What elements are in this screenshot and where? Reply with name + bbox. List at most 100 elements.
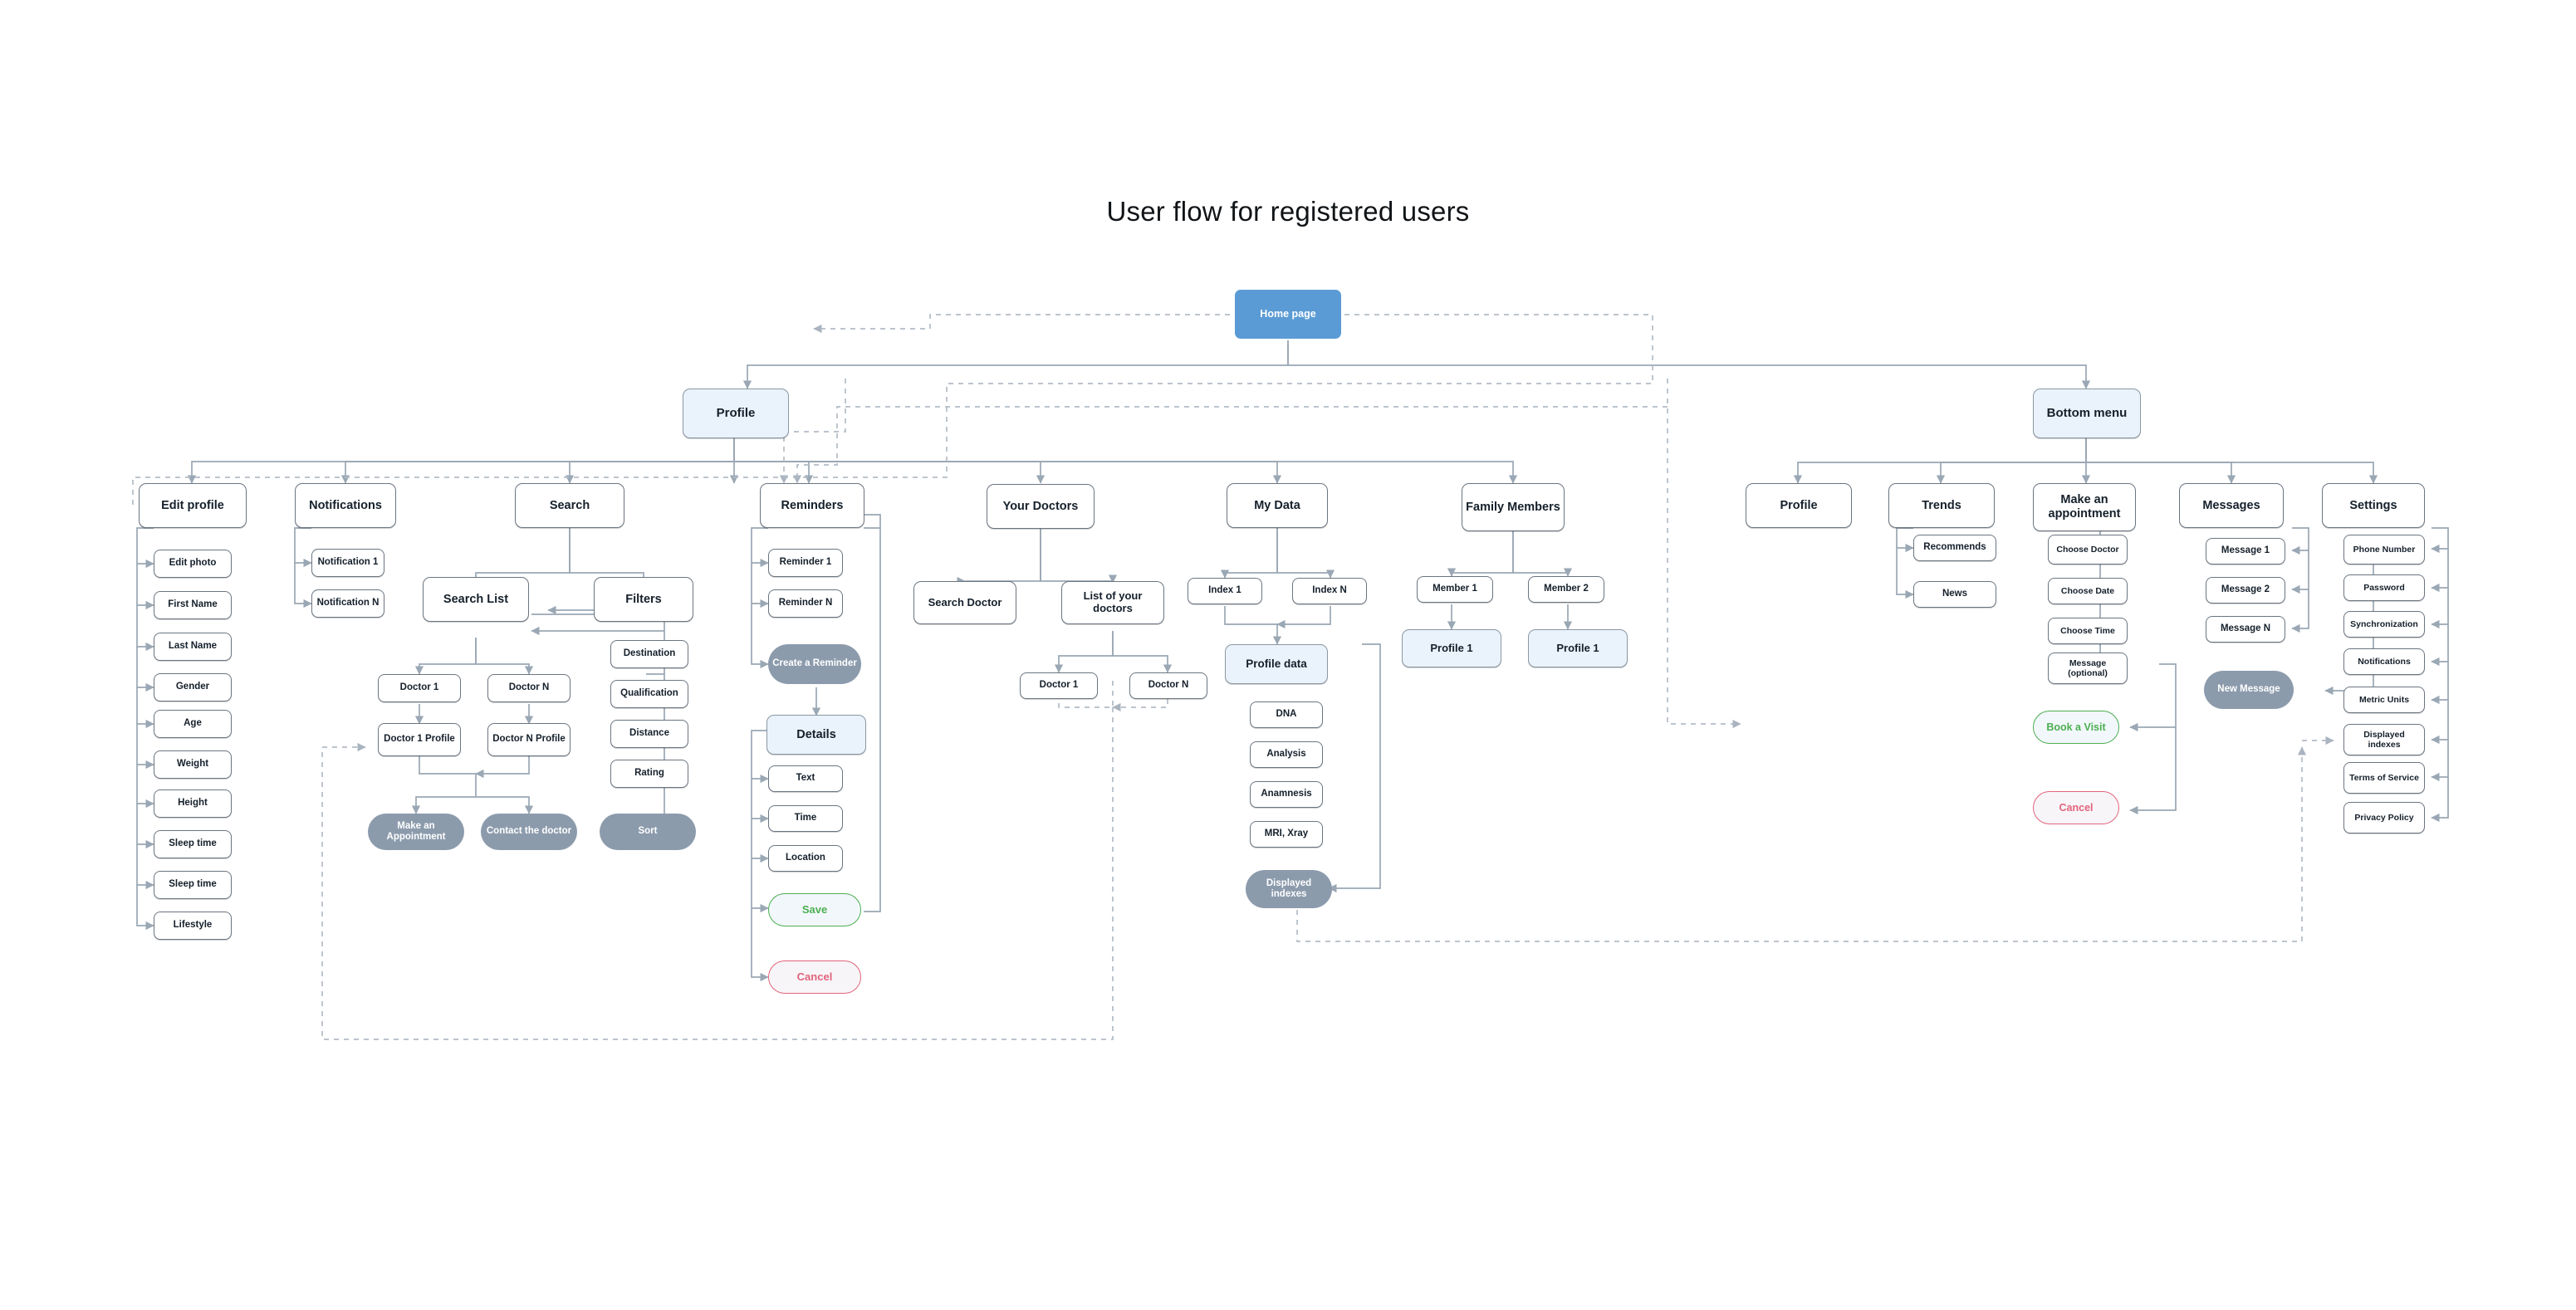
node-member-1-profile[interactable]: Profile 1 (1402, 629, 1501, 667)
leaf-search-doctor-1[interactable]: Doctor 1 (378, 674, 461, 702)
node-label: Doctor N Profile (492, 734, 566, 745)
leaf-member-2[interactable]: Member 2 (1528, 576, 1604, 603)
leaf-password[interactable]: Password (2343, 574, 2425, 601)
leaf-reminder-1[interactable]: Reminder 1 (768, 549, 843, 577)
node-bm-profile[interactable]: Profile (1746, 483, 1852, 528)
leaf-your-doctor-1[interactable]: Doctor 1 (1020, 672, 1098, 699)
leaf-metric-units[interactable]: Metric Units (2343, 687, 2425, 713)
leaf-filter-rating[interactable]: Rating (610, 760, 688, 788)
action-create-a-reminder[interactable]: Create a Reminder (768, 644, 861, 684)
leaf-recommends[interactable]: Recommends (1913, 535, 1996, 561)
node-label: Sort (638, 826, 658, 837)
leaf-weight[interactable]: Weight (154, 750, 232, 779)
leaf-member-1[interactable]: Member 1 (1417, 576, 1493, 603)
action-cancel-reminder[interactable]: Cancel (768, 961, 861, 994)
leaf-notification-1[interactable]: Notification 1 (311, 549, 384, 577)
leaf-filter-qualification[interactable]: Qualification (610, 680, 688, 708)
leaf-detail-location[interactable]: Location (768, 845, 843, 872)
leaf-terms-of-service[interactable]: Terms of Service (2343, 762, 2425, 794)
node-bottom-menu[interactable]: Bottom menu (2033, 389, 2141, 438)
leaf-sleep-time-1[interactable]: Sleep time (154, 830, 232, 858)
leaf-news[interactable]: News (1913, 581, 1996, 608)
node-label: Bottom menu (2046, 406, 2128, 421)
node-label: Sleep time (169, 879, 217, 890)
node-label: Edit photo (169, 558, 217, 569)
leaf-your-doctor-n[interactable]: Doctor N (1129, 672, 1207, 699)
node-search-doctor[interactable]: Search Doctor (913, 581, 1016, 624)
leaf-first-name[interactable]: First Name (154, 591, 232, 619)
action-displayed-indexes[interactable]: Displayed indexes (1246, 870, 1332, 908)
leaf-choose-doctor[interactable]: Choose Doctor (2048, 535, 2128, 565)
node-list-of-your-doctors[interactable]: List of your doctors (1061, 581, 1164, 624)
leaf-search-doctor-n[interactable]: Doctor N (487, 674, 571, 702)
leaf-gender[interactable]: Gender (154, 673, 232, 701)
action-save-reminder[interactable]: Save (768, 893, 861, 926)
leaf-dna[interactable]: DNA (1250, 701, 1323, 728)
leaf-mri-xray[interactable]: MRI, Xray (1250, 821, 1323, 848)
leaf-choose-date[interactable]: Choose Date (2048, 578, 2128, 604)
node-profile-data[interactable]: Profile data (1225, 644, 1328, 684)
action-make-an-appointment[interactable]: Make an Appointment (368, 814, 464, 850)
node-label: Location (786, 853, 825, 863)
leaf-analysis[interactable]: Analysis (1250, 741, 1323, 768)
node-label: Profile (716, 406, 756, 421)
leaf-detail-text[interactable]: Text (768, 765, 843, 792)
leaf-index-n[interactable]: Index N (1292, 578, 1367, 604)
node-search[interactable]: Search (515, 483, 624, 528)
leaf-notification-n[interactable]: Notification N (311, 589, 384, 618)
node-label: Doctor 1 (1039, 680, 1079, 691)
leaf-message-1[interactable]: Message 1 (2206, 538, 2285, 565)
node-edit-profile[interactable]: Edit profile (139, 483, 247, 528)
leaf-reminder-n[interactable]: Reminder N (768, 589, 843, 618)
leaf-last-name[interactable]: Last Name (154, 633, 232, 661)
leaf-age[interactable]: Age (154, 710, 232, 738)
leaf-message-n[interactable]: Message N (2206, 616, 2285, 643)
leaf-phone-number[interactable]: Phone Number (2343, 535, 2425, 565)
node-label: Filters (625, 592, 662, 606)
leaf-privacy-policy[interactable]: Privacy Policy (2343, 802, 2425, 833)
leaf-displayed-indexes[interactable]: Displayed indexes (2343, 724, 2425, 755)
action-cancel-appointment[interactable]: Cancel (2033, 791, 2119, 824)
node-family-members[interactable]: Family Members (1462, 483, 1565, 531)
page-title: User flow for registered users (1106, 196, 1470, 227)
node-make-an-appointment[interactable]: Make an appointment (2033, 483, 2136, 531)
leaf-synchronization[interactable]: Synchronization (2343, 611, 2425, 638)
node-notifications[interactable]: Notifications (295, 483, 396, 528)
leaf-anamnesis[interactable]: Anamnesis (1250, 781, 1323, 808)
leaf-message-2[interactable]: Message 2 (2206, 577, 2285, 604)
action-book-a-visit[interactable]: Book a Visit (2033, 711, 2119, 744)
action-contact-the-doctor[interactable]: Contact the doctor (481, 814, 577, 850)
node-search-list[interactable]: Search List (423, 577, 529, 622)
leaf-doctor-1-profile[interactable]: Doctor 1 Profile (378, 723, 461, 756)
node-home-page[interactable]: Home page (1235, 290, 1341, 339)
leaf-index-1[interactable]: Index 1 (1188, 578, 1262, 604)
leaf-filter-distance[interactable]: Distance (610, 720, 688, 748)
node-member-2-profile[interactable]: Profile 1 (1528, 629, 1628, 667)
node-your-doctors[interactable]: Your Doctors (987, 484, 1095, 529)
node-messages[interactable]: Messages (2179, 483, 2284, 528)
node-details[interactable]: Details (766, 715, 866, 755)
node-label: Reminder 1 (779, 557, 832, 568)
leaf-filter-destination[interactable]: Destination (610, 640, 688, 668)
node-label: Member 2 (1544, 584, 1589, 594)
leaf-edit-photo[interactable]: Edit photo (154, 550, 232, 578)
node-filters[interactable]: Filters (594, 577, 693, 622)
node-label: New Message (2217, 684, 2280, 695)
leaf-sleep-time-2[interactable]: Sleep time (154, 871, 232, 899)
node-settings[interactable]: Settings (2322, 483, 2425, 528)
action-new-message[interactable]: New Message (2204, 671, 2294, 709)
leaf-doctor-n-profile[interactable]: Doctor N Profile (487, 723, 571, 756)
leaf-message-optional[interactable]: Message (optional) (2048, 653, 2128, 684)
leaf-height[interactable]: Height (154, 789, 232, 818)
node-bm-trends[interactable]: Trends (1888, 483, 1995, 528)
node-my-data[interactable]: My Data (1227, 483, 1328, 528)
action-sort[interactable]: Sort (600, 814, 696, 850)
node-label: Privacy Policy (2354, 812, 2414, 823)
node-label: Index 1 (1208, 585, 1241, 596)
leaf-settings-notifications[interactable]: Notifications (2343, 648, 2425, 675)
leaf-lifestyle[interactable]: Lifestyle (154, 912, 232, 940)
node-reminders[interactable]: Reminders (760, 483, 864, 528)
node-profile[interactable]: Profile (683, 389, 789, 438)
leaf-choose-time[interactable]: Choose Time (2048, 618, 2128, 644)
leaf-detail-time[interactable]: Time (768, 805, 843, 832)
